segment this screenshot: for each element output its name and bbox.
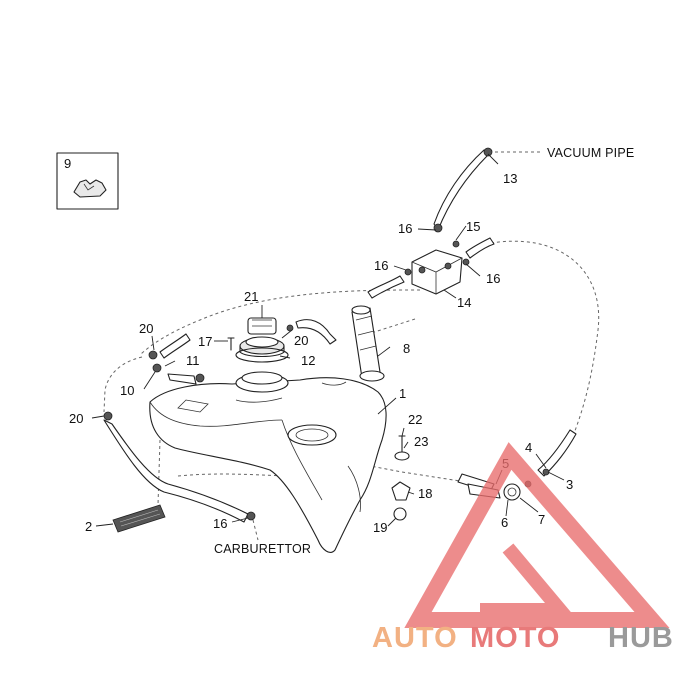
part-label-18: 18	[418, 486, 432, 501]
vacuum-pipe-label: VACUUM PIPE	[547, 146, 634, 160]
leader-lines	[91, 153, 565, 527]
part-label-20-top: 20	[139, 321, 153, 336]
watermark-auto: AUTO	[372, 622, 458, 654]
part-label-16-left: 16	[374, 258, 388, 273]
fuel-pump-unit	[235, 317, 289, 393]
label-plate	[112, 504, 166, 533]
part-number-labels: 1 2 3 4 5 6 7 8 10 11 12 13 14 15 16 16 …	[69, 171, 573, 535]
part-label-11: 11	[186, 353, 200, 368]
part-label-22: 22	[408, 412, 422, 427]
part-label-8: 8	[403, 341, 410, 356]
part-label-10: 10	[120, 383, 134, 398]
part-label-13: 13	[503, 171, 517, 186]
watermark-moto: MOTO	[470, 622, 560, 654]
dashed-routing-lines	[103, 151, 600, 541]
valve-body	[411, 147, 493, 295]
part-label-21: 21	[244, 289, 258, 304]
part-label-1: 1	[399, 386, 406, 401]
part-label-16-top: 16	[398, 221, 412, 236]
fuel-filter	[351, 305, 385, 382]
carburettor-label: CARBURETTOR	[214, 542, 311, 556]
part-label-4: 4	[525, 440, 532, 455]
inset-box-part-9: 9	[56, 152, 119, 210]
watermark-logo	[404, 442, 670, 628]
watermark-triangle-icon	[404, 442, 670, 628]
part-label-7: 7	[538, 512, 545, 527]
watermark-hub: HUB	[608, 622, 674, 654]
part-label-3: 3	[566, 477, 573, 492]
part-label-23: 23	[414, 434, 428, 449]
watermark-text: AUTO MOTO HUB	[372, 622, 674, 654]
pump-seal-ring	[235, 347, 289, 363]
part-label-16-right: 16	[486, 271, 500, 286]
part-label-20-right: 20	[294, 333, 308, 348]
part-label-20-left: 20	[69, 411, 83, 426]
text-labels: VACUUM PIPE CARBURETTOR	[214, 146, 634, 556]
part-label-17: 17	[198, 334, 212, 349]
part-label-12: 12	[301, 353, 315, 368]
part-label-9: 9	[64, 156, 71, 171]
part-label-19: 19	[373, 520, 387, 535]
part-label-15: 15	[466, 219, 480, 234]
part-label-14: 14	[457, 295, 471, 310]
hoses	[103, 149, 577, 523]
part-label-6: 6	[501, 515, 508, 530]
part-label-2: 2	[85, 519, 92, 534]
part-label-16-bottom: 16	[213, 516, 227, 531]
fuel-tank	[149, 377, 387, 553]
